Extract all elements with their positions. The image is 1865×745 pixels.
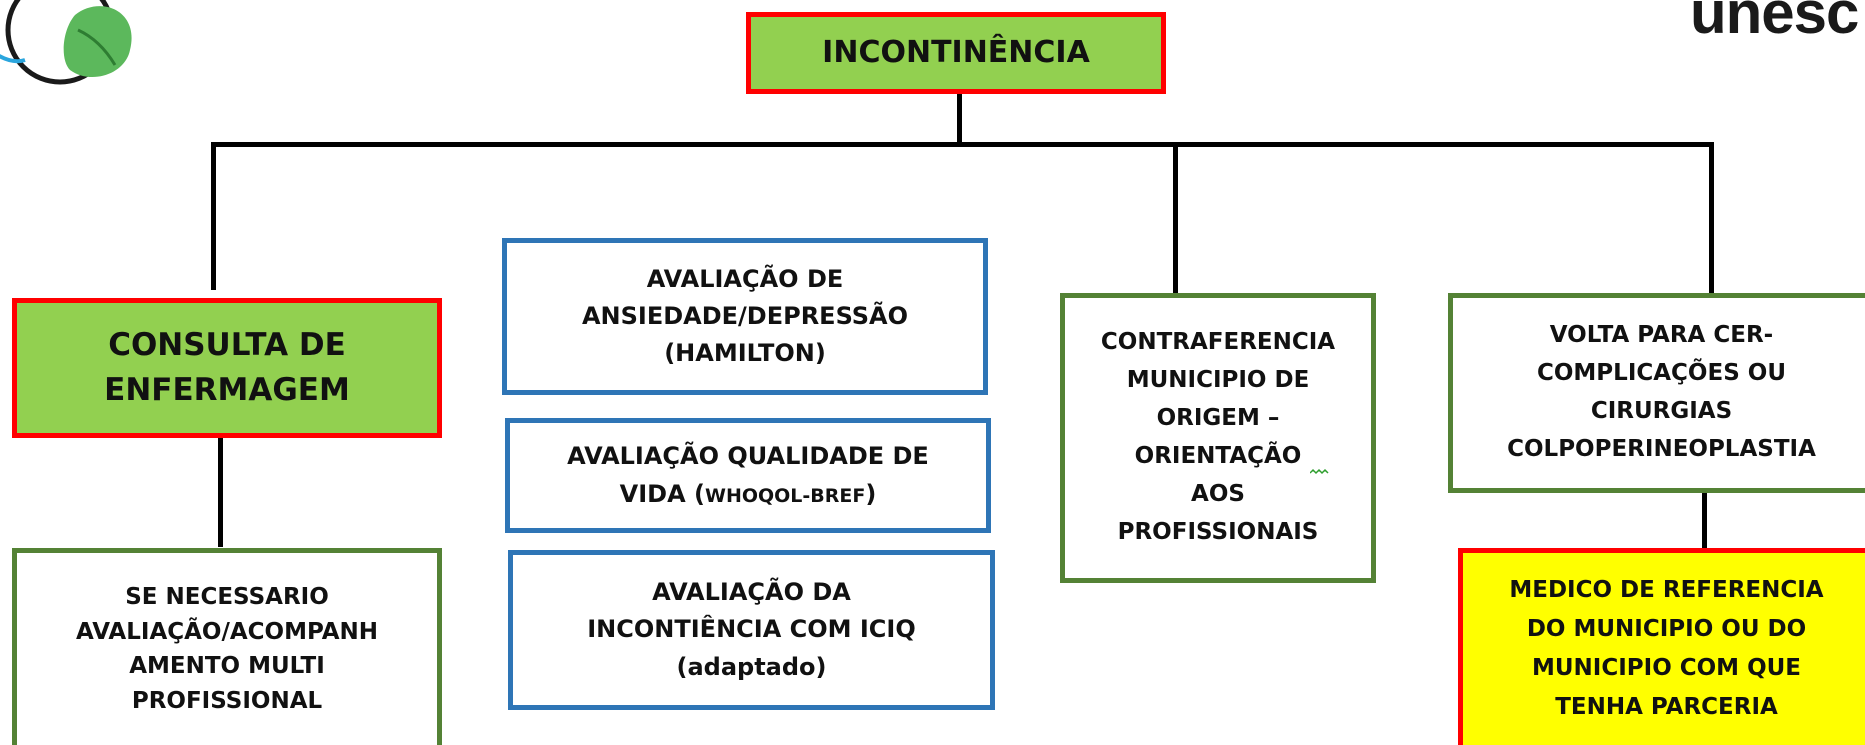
- contraferencia-box: CONTRAFERENCIA MUNICIPIO DE ORIGEM – ORI…: [1060, 293, 1376, 583]
- medico-line-3: MUNICIPIO COM QUE: [1531, 655, 1802, 681]
- hamilton-line-3: (HAMILTON): [664, 339, 826, 368]
- connector-horizontal-bar: [211, 142, 1714, 147]
- medico-line-2: DO MUNICIPIO OU DO: [1526, 615, 1807, 642]
- volta-line-2: COMPLICAÇÕES OU: [1536, 360, 1786, 387]
- medico-referencia-box: MEDICO DE REFERENCIA DO MUNICIPIO OU DO …: [1458, 548, 1865, 745]
- contraref-line-1: CONTRAFERENCIA: [1100, 329, 1336, 356]
- multi-line-1: SE NECESSARIO: [125, 584, 329, 610]
- contraref-line-5: AOS: [1191, 480, 1245, 507]
- multi-line-3: AMENTO MULTI: [129, 653, 325, 679]
- volta-line-1: VOLTA PARA CER-: [1549, 322, 1774, 349]
- institution-logo-left: [0, 0, 132, 85]
- whoqol-line-2-small: WHOQOL-BREF: [704, 484, 866, 507]
- volta-cer-box: VOLTA PARA CER- COMPLICAÇÕES OU CIRURGIA…: [1448, 293, 1865, 493]
- iciq-line-1: AVALIAÇÃO DA: [652, 578, 851, 607]
- iciq-line-3: (adaptado): [676, 652, 827, 681]
- whoqol-line-2-main: VIDA (: [619, 479, 705, 508]
- iciq-box: AVALIAÇÃO DA INCONTIÊNCIA COM ICIQ (adap…: [508, 550, 995, 710]
- multi-line-4: PROFISSIONAL: [131, 687, 323, 714]
- consulta-enfermagem-box: CONSULTA DE ENFERMAGEM: [12, 298, 442, 438]
- hamilton-box: AVALIAÇÃO DE ANSIEDADE/DEPRESSÃO (HAMILT…: [502, 238, 988, 395]
- contraref-line-6: PROFISSIONAIS: [1117, 518, 1319, 545]
- root-title: INCONTINÊNCIA: [822, 34, 1090, 70]
- medico-line-4: TENHA PARCERIA: [1555, 694, 1778, 721]
- multi-line-2: AVALIAÇÃO/ACOMPANH: [75, 618, 379, 645]
- whoqol-line-1: AVALIAÇÃO QUALIDADE DE: [567, 442, 929, 471]
- connector-root-down: [957, 80, 962, 145]
- volta-line-4: COLPOPERINEOPLASTIA: [1507, 435, 1816, 462]
- whoqol-box: AVALIAÇÃO QUALIDADE DE VIDA (WHOQOL-BREF…: [505, 418, 991, 533]
- consulta-line-1: CONSULTA DE: [108, 327, 346, 364]
- connector-to-contraref: [1173, 142, 1178, 294]
- consulta-line-2: ENFERMAGEM: [104, 372, 350, 408]
- spellcheck-squiggle-icon: [1310, 468, 1329, 475]
- connector-to-volta: [1709, 142, 1714, 294]
- contraref-line-4: ORIENTAÇÃO: [1134, 443, 1302, 469]
- iciq-line-2: INCONTIÊNCIA COM ICIQ: [587, 615, 916, 644]
- contraref-line-3: ORIGEM –: [1156, 405, 1280, 432]
- hamilton-line-1: AVALIAÇÃO DE: [646, 264, 844, 293]
- connector-to-consulta: [211, 142, 216, 290]
- contraref-line-2: MUNICIPIO DE: [1126, 367, 1310, 394]
- multiprofissional-box: SE NECESSARIO AVALIAÇÃO/ACOMPANH AMENTO …: [12, 548, 442, 745]
- whoqol-line-2-end: ): [865, 479, 877, 508]
- volta-line-3: CIRURGIAS: [1590, 398, 1733, 424]
- hamilton-line-2: ANSIEDADE/DEPRESSÃO: [581, 301, 909, 330]
- unesc-logo: unesc: [1690, 0, 1859, 46]
- root-incontinencia-box: INCONTINÊNCIA: [746, 12, 1166, 94]
- medico-line-1: MEDICO DE REFERENCIA: [1509, 576, 1824, 603]
- connector-consulta-to-multi: [218, 435, 223, 547]
- connector-volta-to-medico: [1702, 492, 1707, 550]
- whoqol-line-2: VIDA (WHOQOL-BREF): [620, 476, 877, 513]
